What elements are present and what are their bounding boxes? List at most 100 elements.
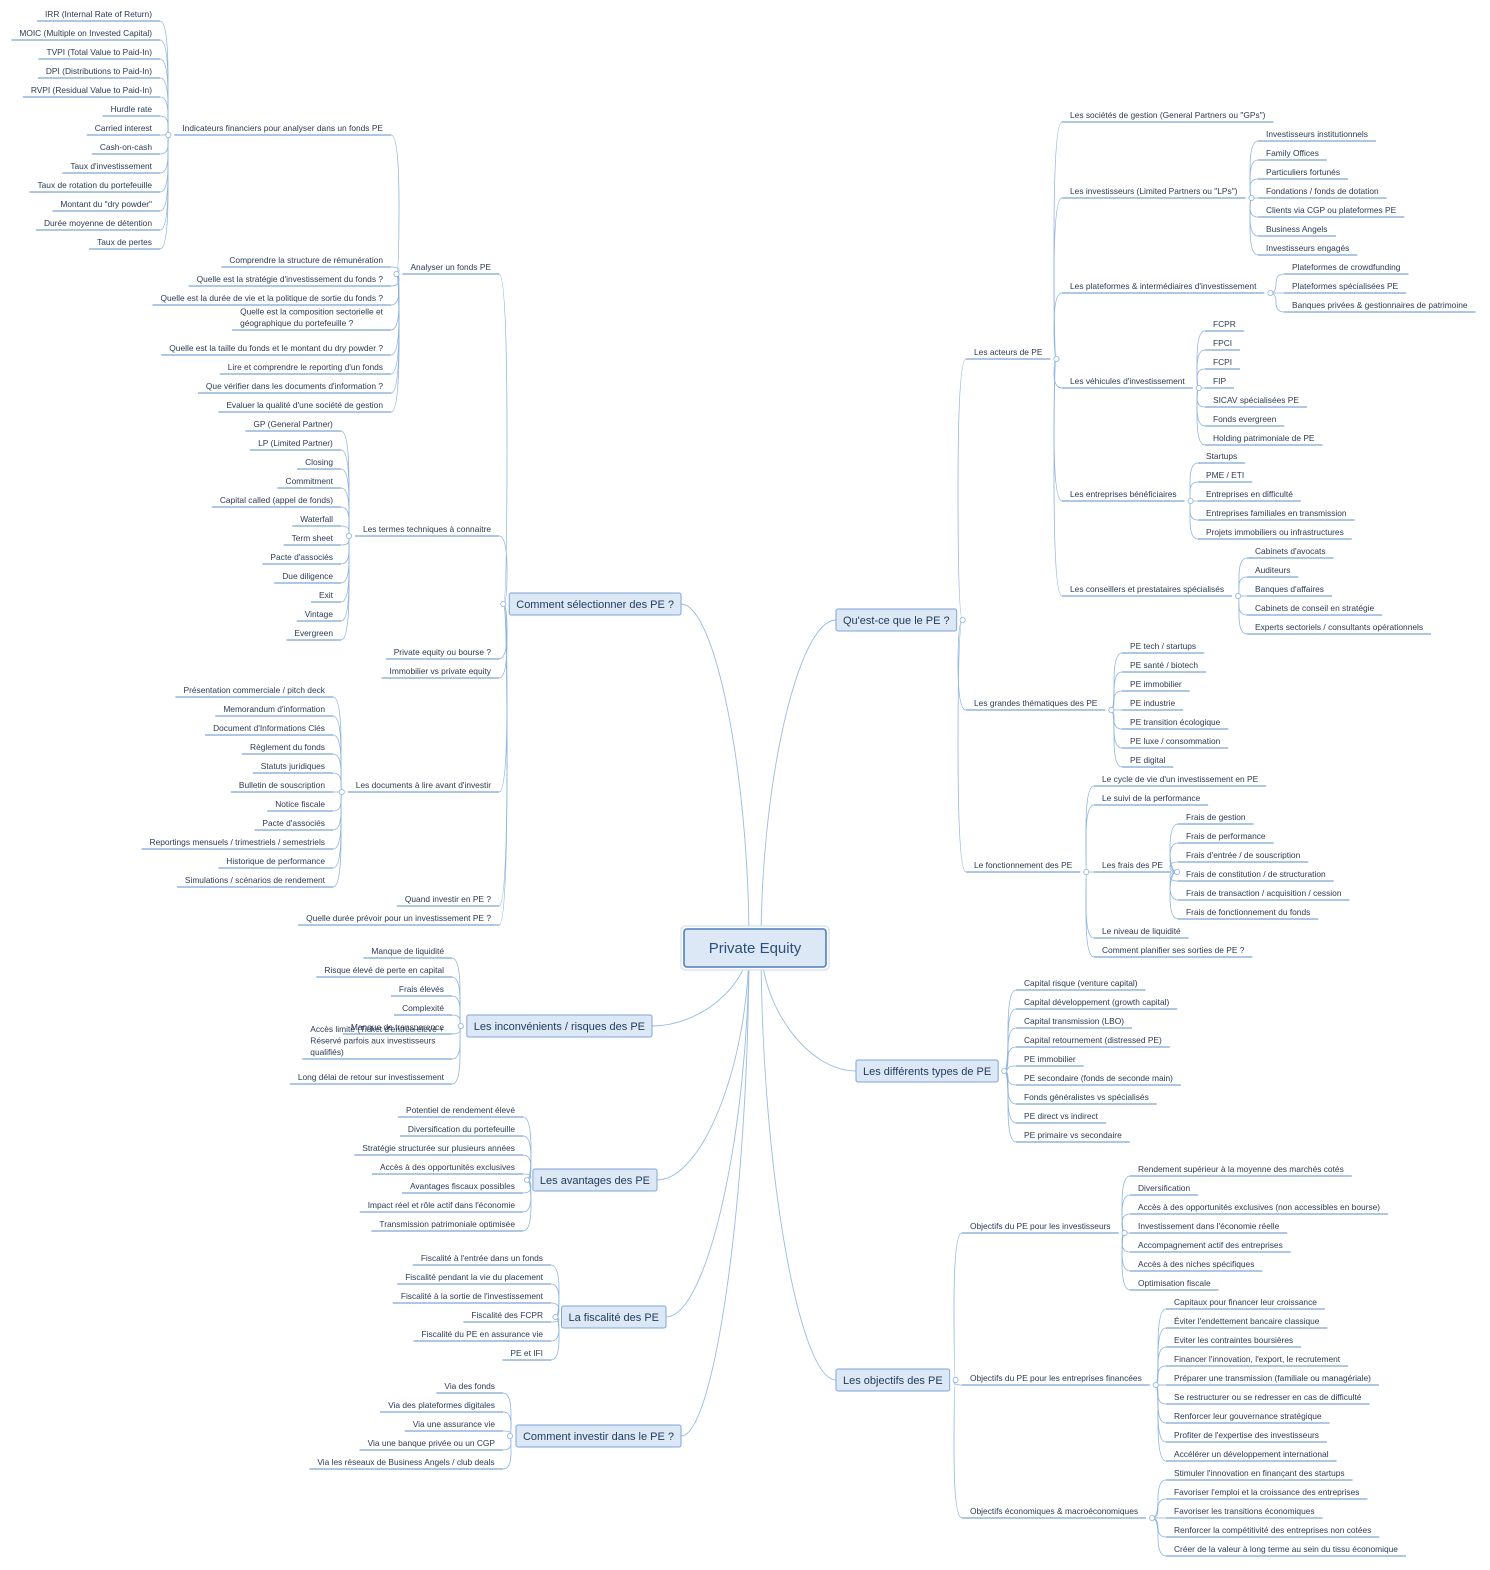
collapse-toggle[interactable]	[1001, 1068, 1008, 1075]
collapse-toggle[interactable]	[1195, 384, 1202, 391]
collapse-toggle[interactable]	[165, 131, 172, 138]
node-les-plateformes-intermediaires-d-investi[interactable]: Les plateformes & intermédiaires d'inves…	[1062, 281, 1265, 294]
collapse-toggle[interactable]	[952, 1377, 959, 1384]
node-moic-multiple-on-invested-capital[interactable]: MOIC (Multiple on Invested Capital)	[11, 28, 160, 41]
node-frais-d-entree-de-souscription[interactable]: Frais d'entrée / de souscription	[1178, 850, 1309, 863]
node-reglement-du-fonds[interactable]: Règlement du fonds	[242, 742, 333, 755]
node-business-angels[interactable]: Business Angels	[1258, 224, 1336, 237]
node-document-d-informations-cles[interactable]: Document d'Informations Clés	[205, 723, 333, 736]
collapse-toggle[interactable]	[1053, 355, 1060, 362]
node-taux-d-investissement[interactable]: Taux d'investissement	[62, 161, 160, 174]
node-les-termes-techniques-a-connaitre[interactable]: Les termes techniques à connaitre	[354, 524, 499, 537]
node-fiscalite-a-l-entree-dans-un-fonds[interactable]: Fiscalité à l'entrée dans un fonds	[412, 1253, 551, 1266]
node-les-grandes-thematiques-des-pe[interactable]: Les grandes thématiques des PE	[966, 698, 1106, 711]
node-capital-transmission-lbo[interactable]: Capital transmission (LBO)	[1016, 1016, 1133, 1029]
node-via-des-fonds[interactable]: Via des fonds	[436, 1381, 503, 1394]
node-les-conseillers-et-prestataires-speciali[interactable]: Les conseillers et prestataires spéciali…	[1062, 584, 1233, 597]
node-fiscalite-a-la-sortie-de-l-investissemen[interactable]: Fiscalité à la sortie de l'investissemen…	[392, 1291, 551, 1304]
collapse-toggle[interactable]	[1149, 1515, 1156, 1522]
node-fpci[interactable]: FPCI	[1205, 338, 1241, 351]
node-potentiel-de-rendement-eleve[interactable]: Potentiel de rendement élevé	[398, 1105, 523, 1118]
collapse-toggle[interactable]	[1187, 497, 1194, 504]
node-pe-transition-ecologique[interactable]: PE transition écologique	[1122, 717, 1229, 730]
node-memorandum-d-information[interactable]: Memorandum d'information	[215, 704, 333, 717]
node-pacte-d-associes[interactable]: Pacte d'associés	[254, 818, 333, 831]
node-comment-planifier-ses-sorties-de-pe[interactable]: Comment planifier ses sorties de PE ?	[1094, 945, 1253, 958]
node-acces-a-des-opportunites-exclusives[interactable]: Accès à des opportunités exclusives	[371, 1162, 523, 1175]
node-rvpi-residual-value-to-paid-in[interactable]: RVPI (Residual Value to Paid-In)	[22, 85, 160, 98]
node-pe-luxe-consommation[interactable]: PE luxe / consommation	[1122, 736, 1229, 749]
node-fiscalite-du-pe-en-assurance-vie[interactable]: Fiscalité du PE en assurance vie	[413, 1329, 551, 1342]
node-presentation-commerciale-pitch-deck[interactable]: Présentation commerciale / pitch deck	[175, 685, 333, 698]
node-acces-a-des-niches-specifiques[interactable]: Accès à des niches spécifiques	[1130, 1259, 1263, 1272]
collapse-toggle[interactable]	[1173, 869, 1180, 876]
node-les-acteurs-de-pe[interactable]: Les acteurs de PE	[966, 347, 1051, 360]
node-cash-on-cash[interactable]: Cash-on-cash	[91, 142, 160, 155]
node-investissement-dans-l-economie-reelle[interactable]: Investissement dans l'économie réelle	[1130, 1221, 1288, 1234]
node-immobilier-vs-private-equity[interactable]: Immobilier vs private equity	[381, 666, 499, 679]
node-clients-via-cgp-ou-plateformes-pe[interactable]: Clients via CGP ou plateformes PE	[1258, 205, 1405, 218]
node-favoriser-les-transitions-economiques[interactable]: Favoriser les transitions économiques	[1166, 1506, 1323, 1519]
node-quand-investir-en-pe[interactable]: Quand investir en PE ?	[396, 894, 499, 907]
node-pe-tech-startups[interactable]: PE tech / startups	[1122, 641, 1205, 654]
node-via-les-reseaux-de-business-angels-club-[interactable]: Via les réseaux de Business Angels / clu…	[309, 1457, 503, 1470]
node-transmission-patrimoniale-optimisee[interactable]: Transmission patrimoniale optimisée	[371, 1219, 523, 1232]
node-via-des-plateformes-digitales[interactable]: Via des plateformes digitales	[380, 1400, 503, 1413]
node-manque-de-transparence[interactable]: Manque de transparence	[342, 1022, 452, 1035]
node-indicateurs-financiers-pour-analyser-dan[interactable]: Indicateurs financiers pour analyser dan…	[174, 123, 391, 136]
node-fonds-evergreen[interactable]: Fonds evergreen	[1205, 414, 1285, 427]
node-quelle-est-la-duree-de-vie-et-la-politiq[interactable]: Quelle est la durée de vie et la politiq…	[152, 293, 391, 306]
node-diversification-du-portefeuille[interactable]: Diversification du portefeuille	[399, 1124, 523, 1137]
node-objectifs-economiques-macroeconomiques[interactable]: Objectifs économiques & macroéconomiques	[962, 1506, 1147, 1519]
node-fcpi[interactable]: FCPI	[1205, 357, 1241, 370]
branch-comment-investir-dans-le-pe[interactable]: Comment investir dans le PE ?	[515, 1424, 682, 1448]
node-montant-du-dry-powder[interactable]: Montant du "dry powder"	[52, 199, 160, 212]
node-commitment[interactable]: Commitment	[277, 476, 341, 489]
node-les-investisseurs-limited-partners-ou-lp[interactable]: Les investisseurs (Limited Partners ou "…	[1062, 186, 1246, 199]
node-statuts-juridiques[interactable]: Statuts juridiques	[252, 761, 333, 774]
node-accelerer-un-developpement-international[interactable]: Accélérer un développement international	[1166, 1449, 1337, 1462]
node-lire-et-comprendre-le-reporting-d-un-fon[interactable]: Lire et comprendre le reporting d'un fon…	[219, 362, 391, 375]
node-entreprises-en-difficulte[interactable]: Entreprises en difficulté	[1198, 489, 1301, 502]
node-pme-eti[interactable]: PME / ETI	[1198, 470, 1253, 483]
node-lp-limited-partner[interactable]: LP (Limited Partner)	[250, 438, 341, 451]
node-les-societes-de-gestion-general-partners[interactable]: Les sociétés de gestion (General Partner…	[1062, 110, 1274, 123]
node-comprendre-la-structure-de-remuneration[interactable]: Comprendre la structure de rémunération	[221, 255, 391, 268]
branch-qu-est-ce-que-le-pe[interactable]: Qu'est-ce que le PE ?	[835, 608, 958, 632]
node-les-entreprises-beneficiaires[interactable]: Les entreprises bénéficiaires	[1062, 489, 1185, 502]
node-favoriser-l-emploi-et-la-croissance-des-[interactable]: Favoriser l'emploi et la croissance des …	[1166, 1487, 1368, 1500]
branch-les-inconvenients-risques-des-pe[interactable]: Les inconvénients / risques des PE	[466, 1014, 653, 1038]
node-sicav-specialisees-pe[interactable]: SICAV spécialisées PE	[1205, 395, 1307, 408]
node-fip[interactable]: FIP	[1205, 376, 1235, 389]
collapse-toggle[interactable]	[1248, 194, 1255, 201]
node-irr-internal-rate-of-return[interactable]: IRR (Internal Rate of Return)	[36, 9, 160, 22]
node-term-sheet[interactable]: Term sheet	[283, 533, 341, 546]
node-closing[interactable]: Closing	[297, 457, 341, 470]
node-private-equity-ou-bourse[interactable]: Private equity ou bourse ?	[385, 647, 499, 660]
node-hurdle-rate[interactable]: Hurdle rate	[102, 104, 160, 117]
node-pacte-d-associes[interactable]: Pacte d'associés	[262, 552, 341, 565]
branch-la-fiscalite-des-pe[interactable]: La fiscalité des PE	[561, 1305, 667, 1329]
node-capitaux-pour-financer-leur-croissance[interactable]: Capitaux pour financer leur croissance	[1166, 1297, 1325, 1310]
node-se-restructurer-ou-se-redresser-en-cas-d[interactable]: Se restructurer ou se redresser en cas d…	[1166, 1392, 1370, 1405]
node-financer-l-innovation-l-export-le-recrut[interactable]: Financer l'innovation, l'export, le recr…	[1166, 1354, 1349, 1367]
node-pe-immobilier[interactable]: PE immobilier	[1122, 679, 1190, 692]
node-startups[interactable]: Startups	[1198, 451, 1246, 464]
node-waterfall[interactable]: Waterfall	[292, 514, 341, 527]
node-diversification[interactable]: Diversification	[1130, 1183, 1199, 1196]
node-acces-a-des-opportunites-exclusives-non-[interactable]: Accès à des opportunités exclusives (non…	[1130, 1202, 1389, 1215]
node-frais-de-gestion[interactable]: Frais de gestion	[1178, 812, 1254, 825]
node-que-verifier-dans-les-documents-d-inform[interactable]: Que vérifier dans les documents d'inform…	[197, 381, 391, 394]
node-investisseurs-institutionnels[interactable]: Investisseurs institutionnels	[1258, 129, 1376, 142]
node-capital-retournement-distressed-pe[interactable]: Capital retournement (distressed PE)	[1016, 1035, 1170, 1048]
node-quelle-duree-prevoir-pour-un-investissem[interactable]: Quelle durée prévoir pour un investissem…	[298, 913, 499, 926]
node-manque-de-liquidite[interactable]: Manque de liquidité	[363, 946, 452, 959]
node-le-suivi-de-la-performance[interactable]: Le suivi de la performance	[1094, 793, 1209, 806]
node-pe-direct-vs-indirect[interactable]: PE direct vs indirect	[1016, 1111, 1107, 1124]
collapse-toggle[interactable]	[1152, 1382, 1159, 1389]
node-optimisation-fiscale[interactable]: Optimisation fiscale	[1130, 1278, 1219, 1291]
node-quelle-est-la-taille-du-fonds-et-le-mont[interactable]: Quelle est la taille du fonds et le mont…	[161, 343, 391, 356]
node-pe-et-ifi[interactable]: PE et IFI	[502, 1348, 551, 1361]
node-via-une-banque-privee-ou-un-cgp[interactable]: Via une banque privée ou un CGP	[359, 1438, 503, 1451]
node-le-cycle-de-vie-d-un-investissement-en-p[interactable]: Le cycle de vie d'un investissement en P…	[1094, 774, 1267, 787]
